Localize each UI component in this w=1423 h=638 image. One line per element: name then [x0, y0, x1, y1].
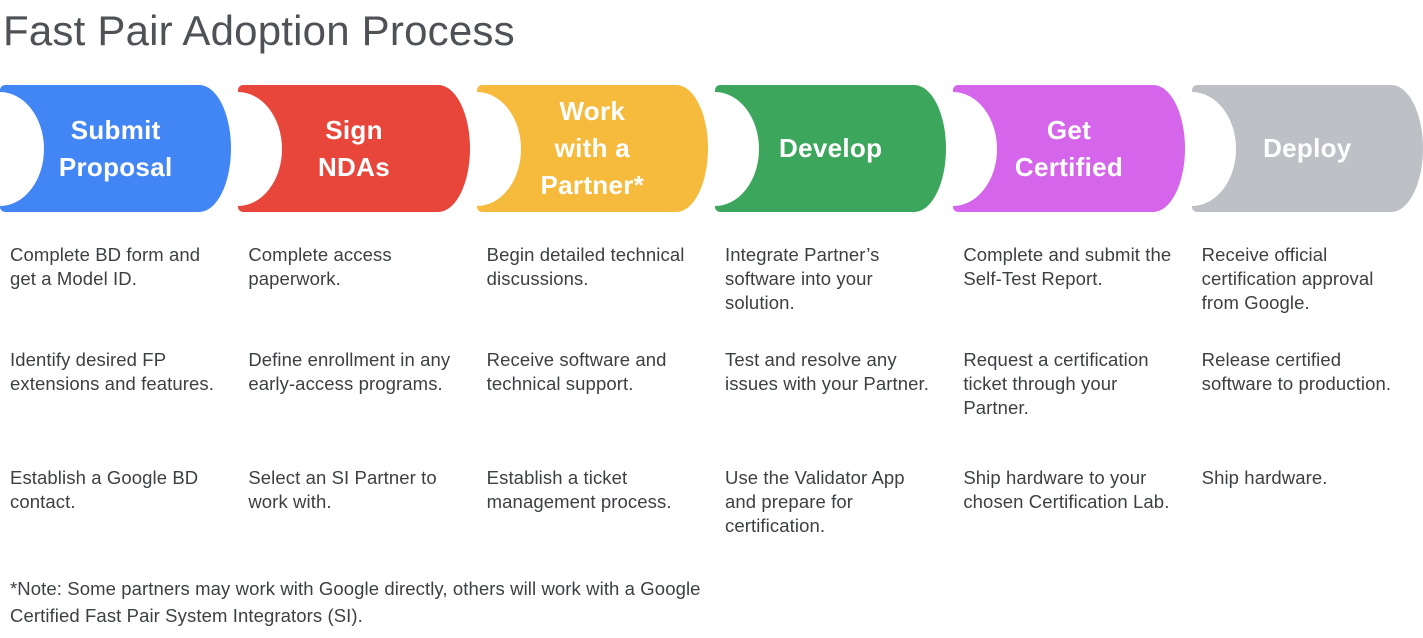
stage-label-line: Get: [1046, 114, 1092, 145]
footnote: *Note: Some partners may work with Googl…: [10, 578, 701, 626]
stage-note: Receive official certification approval …: [1201, 244, 1374, 313]
stage-label-line: Submit: [70, 114, 161, 145]
stage-label-line: with a: [554, 133, 631, 163]
notes-column-sign-ndas: Complete access paperwork. Define enrollm…: [238, 243, 469, 538]
stage-pill-deploy: Deploy: [1191, 85, 1423, 212]
stage-pill-work-with-a-partner: Work with a Partner*: [476, 85, 708, 212]
stage-label-line: Develop: [779, 133, 883, 163]
stage-label-line: NDAs: [317, 151, 390, 182]
stage-note: Receive software and technical support.: [486, 349, 667, 394]
page-title: Fast Pair Adoption Process: [3, 7, 515, 54]
stage-label: Work with a Partner*: [541, 93, 645, 204]
stage-note: Request a certification ticket through y…: [963, 349, 1149, 418]
notes-column-submit-proposal: Complete BD form and get a Model ID. Iden…: [0, 243, 231, 538]
stage-note: Complete BD form and get a Model ID.: [10, 244, 201, 289]
stage-notes: Complete BD form and get a Model ID. Iden…: [0, 243, 1423, 538]
stage-note: Complete and submit the Self-Test Report…: [963, 244, 1172, 289]
stage-note: Select an SI Partner to work with.: [248, 467, 437, 512]
stage-label-line: Work: [559, 96, 626, 126]
stage-note: Establish a Google BD contact.: [10, 467, 199, 512]
stage-note: Ship hardware.: [1201, 467, 1328, 488]
stage-note: Test and resolve any issues with your Pa…: [724, 349, 930, 394]
stage-pill-develop: Develop: [714, 85, 947, 212]
notes-column-get-certified: Complete and submit the Self-Test Report…: [953, 243, 1184, 538]
notes-column-deploy: Receive official certification approval …: [1192, 243, 1423, 538]
stage-note: Define enrollment in any early-access pr…: [248, 349, 451, 394]
stage-note: Ship hardware to your chosen Certificati…: [963, 467, 1170, 512]
stage-note: Establish a ticket management process.: [486, 467, 672, 512]
stage-label-line: Sign: [325, 114, 383, 145]
stage-label: Develop: [779, 130, 882, 167]
stage-note: Release certified software to production…: [1201, 349, 1392, 394]
stage-note: Integrate Partner’s software into your s…: [724, 244, 880, 313]
stage-note: Use the Validator App and prepare for ce…: [724, 467, 905, 536]
stage-note: Complete access paperwork.: [248, 244, 392, 289]
stage-label-line: Proposal: [58, 151, 173, 182]
notes-column-work-with-a-partner: Begin detailed technical discussions. Rec…: [477, 243, 708, 538]
notes-column-develop: Integrate Partner’s software into your s…: [715, 243, 946, 538]
stage-label-line: Certified: [1014, 151, 1124, 182]
stage-label-line: Partner*: [540, 170, 645, 200]
stage-note: Begin detailed technical discussions.: [486, 244, 685, 289]
stage-label: Deploy: [1263, 130, 1351, 167]
stage-note: Identify desired FP extensions and featu…: [10, 349, 214, 394]
stage-label-line: Deploy: [1263, 133, 1352, 163]
